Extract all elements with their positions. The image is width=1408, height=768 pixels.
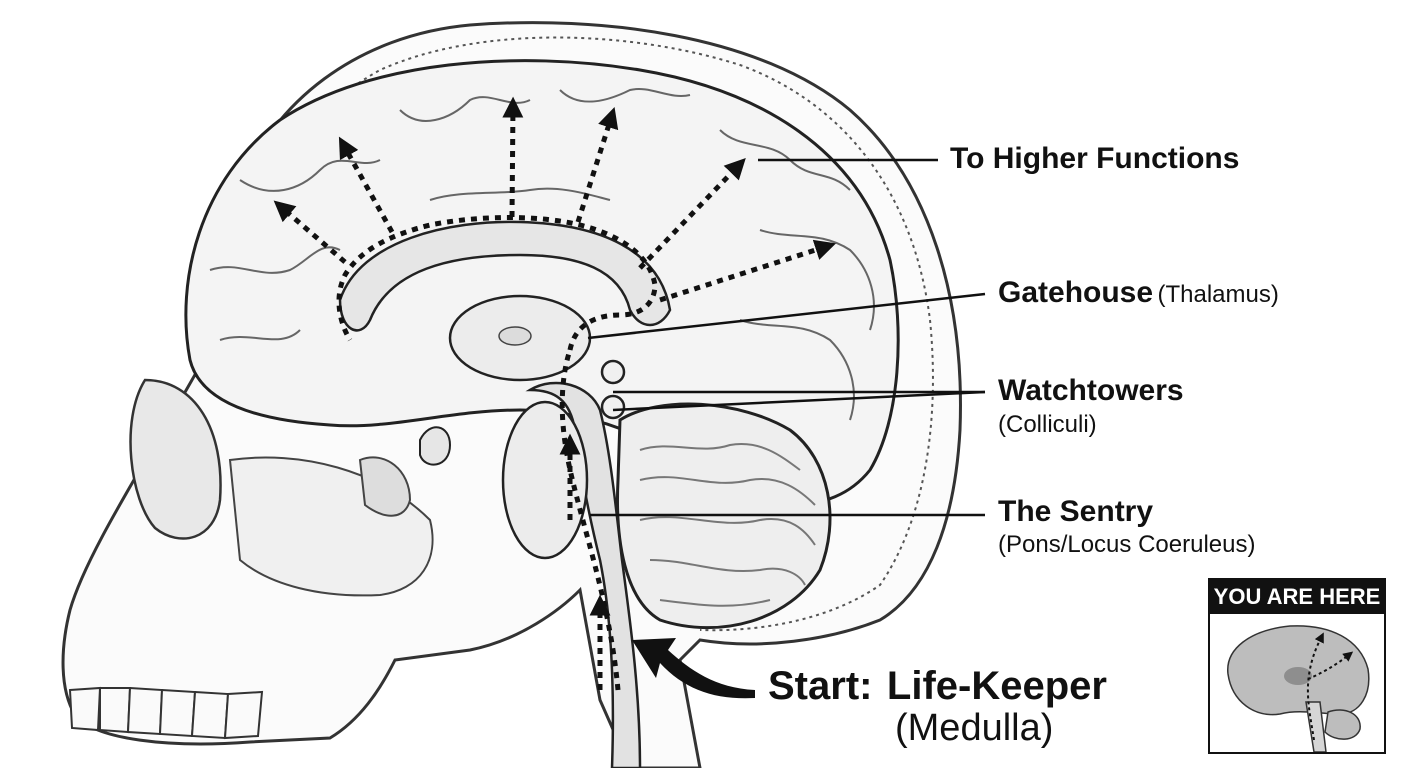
pathway-loop xyxy=(336,215,658,351)
you-are-here-inset: YOU ARE HERE xyxy=(1208,578,1386,754)
gatehouse-name: Gatehouse xyxy=(998,276,1154,309)
gatehouse-sub: (Thalamus) xyxy=(1157,281,1279,308)
corpus-callosum xyxy=(338,220,672,332)
inset-brain-map xyxy=(1227,625,1370,753)
label-watchtowers: Watchtowers xyxy=(998,374,1184,407)
watchtowers-sub: (Colliculi) xyxy=(998,411,1097,438)
inset-thalamus-dot xyxy=(1284,667,1312,685)
upward-arrow-icon xyxy=(338,136,395,234)
thalamus-center xyxy=(498,326,532,346)
pathway xyxy=(336,215,658,691)
upward-arrow-icon xyxy=(1306,632,1324,741)
inset-cerebellum xyxy=(1324,709,1361,740)
pituitary xyxy=(419,426,452,466)
pathway-arrows xyxy=(273,96,836,690)
sentry-sub: (Pons/Locus Coeruleus) xyxy=(998,531,1256,558)
label-gatehouse: Gatehouse (Thalamus) xyxy=(998,276,1279,309)
leader-lines xyxy=(587,158,986,517)
upward-arrow-icon xyxy=(273,200,347,264)
upward-arrow-icon xyxy=(1307,651,1354,680)
teeth xyxy=(68,686,264,740)
upward-arrow-icon xyxy=(638,157,746,270)
upward-arrow-icon xyxy=(659,239,836,303)
label-sentry: The Sentry xyxy=(998,495,1154,528)
inset-title: YOU ARE HERE xyxy=(1210,580,1384,614)
start-prefix: Start: xyxy=(768,664,873,708)
pons xyxy=(501,400,589,560)
lifekeeper-sub: (Medulla) xyxy=(895,707,1054,749)
pointer-arrow-icon xyxy=(632,638,755,699)
cerebellum-branches xyxy=(639,443,816,607)
nasal-cavity xyxy=(358,456,412,517)
ascending-pathway xyxy=(559,349,621,691)
colliculi xyxy=(600,359,626,420)
lifekeeper-name: Life-Keeper xyxy=(886,664,1107,708)
label-higher-functions: To Higher Functions xyxy=(950,142,1240,175)
label-start: Start: Life-Keeper xyxy=(768,664,1107,708)
skull-inner xyxy=(247,36,934,632)
eye-socket xyxy=(129,378,222,540)
